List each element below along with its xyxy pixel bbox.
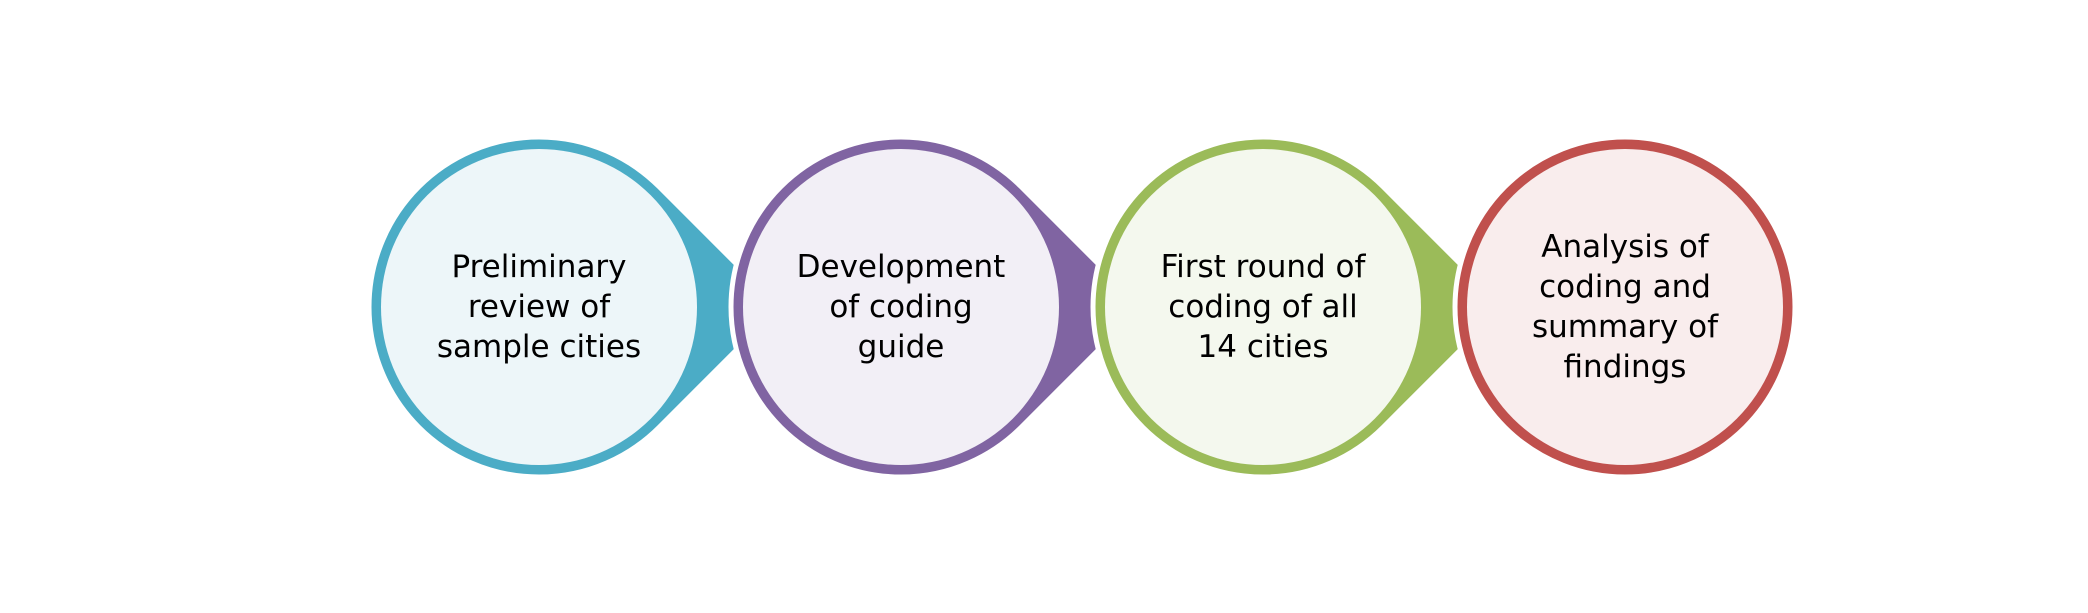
- step-1-shape: [366, 134, 783, 480]
- step-2-label: Development of coding guide: [796, 249, 1006, 365]
- step-3-shape: [1090, 134, 1507, 480]
- step-3-label: First round of coding of all 14 cities: [1160, 249, 1366, 365]
- step-4-label: Analysis of coding and summary of findin…: [1531, 229, 1718, 385]
- diagram-shapes: [366, 134, 1798, 480]
- step-2-inner: [743, 149, 1059, 465]
- step-4-shape: [1452, 134, 1798, 480]
- step-1-label: Preliminary review of sample cities: [436, 249, 642, 365]
- step-2-shape: [728, 134, 1145, 480]
- step-3-inner: [1105, 149, 1421, 465]
- step-4-inner: [1467, 149, 1783, 465]
- step-1-inner: [381, 149, 697, 465]
